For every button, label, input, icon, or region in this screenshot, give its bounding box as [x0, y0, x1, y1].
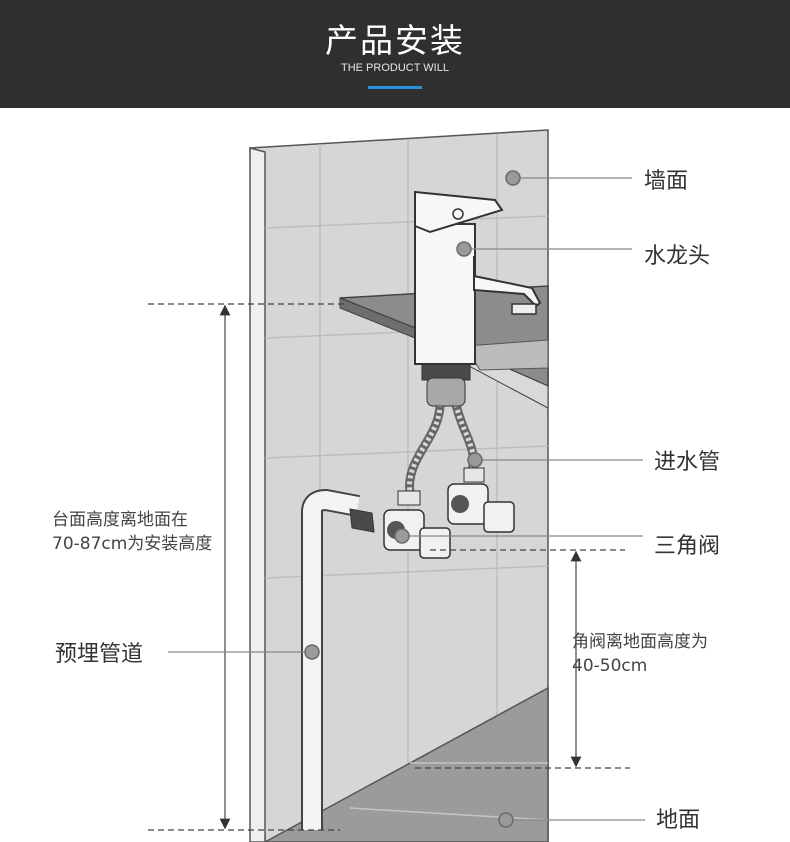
note-counter-height: 台面高度离地面在 70-87cm为安装高度	[52, 508, 212, 556]
page-title: 产品安装	[325, 21, 465, 60]
label-angle-valve: 三角阀	[654, 534, 721, 559]
callout-pointers	[168, 177, 645, 821]
note-valve-height-line2: 40-50cm	[572, 656, 648, 676]
dimension-lines	[148, 303, 630, 831]
page-header: 产品安装 THE PRODUCT WILL	[0, 0, 790, 108]
label-floor: 地面	[656, 808, 701, 833]
label-embedded-pipe: 预埋管道	[55, 642, 144, 667]
title-accent-bar	[368, 86, 422, 89]
installation-diagram	[148, 129, 645, 842]
note-counter-height-line2: 70-87cm为安装高度	[52, 534, 213, 554]
embedded-pipe	[301, 488, 375, 830]
page-subtitle: THE PRODUCT WILL	[341, 62, 449, 74]
note-valve-height-line1: 角阀离地面高度为	[572, 632, 708, 652]
label-wall: 墙面	[644, 169, 689, 194]
note-valve-height: 角阀离地面高度为 40-50cm	[572, 630, 708, 678]
callout-dots	[304, 170, 521, 828]
label-inlet-pipe: 进水管	[654, 450, 721, 475]
floor	[264, 686, 549, 842]
label-faucet: 水龙头	[644, 244, 711, 269]
note-counter-height-line1: 台面高度离地面在	[52, 510, 188, 530]
